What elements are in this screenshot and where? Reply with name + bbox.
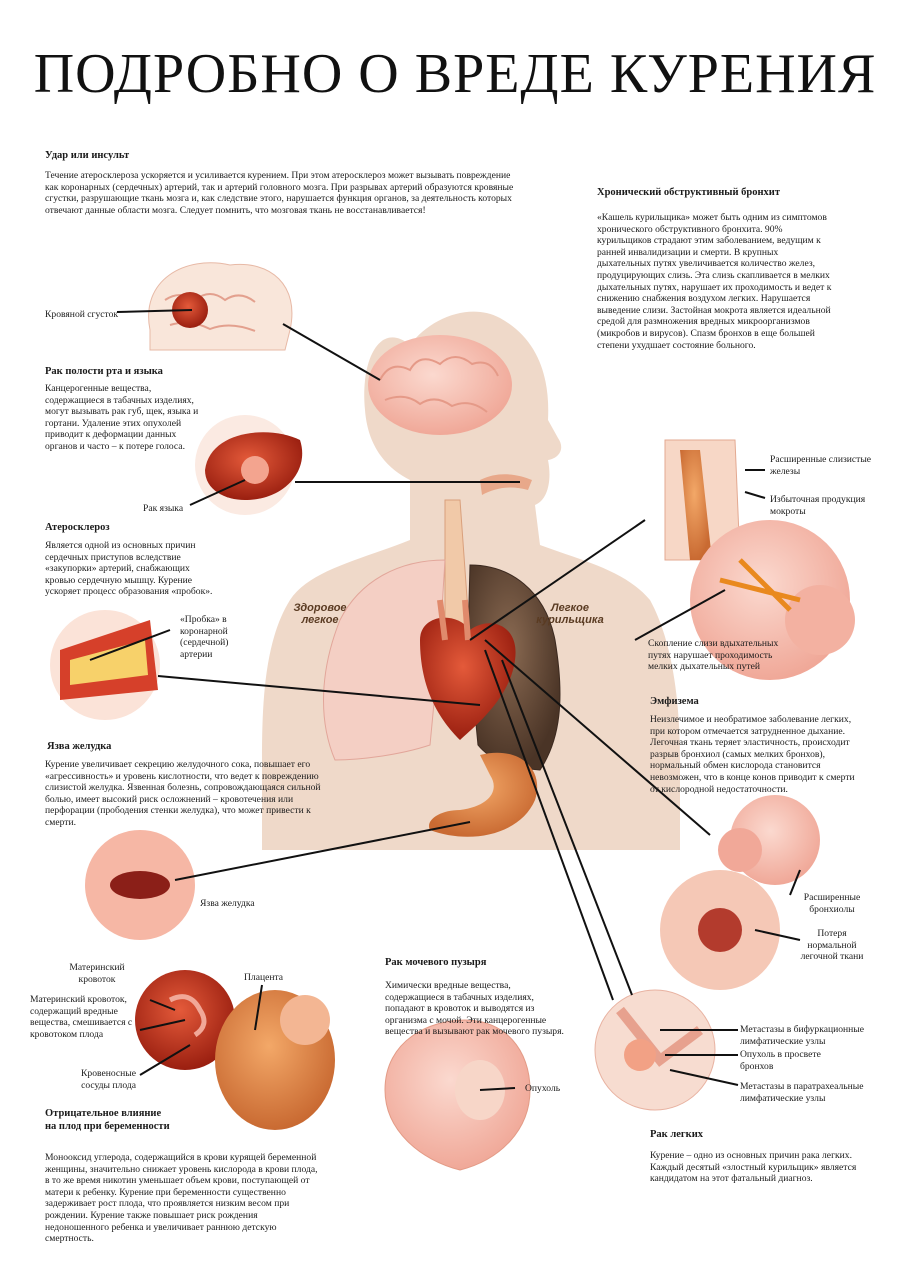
bifurcation-label: Метастазы в бифуркационные лимфатические… (740, 1024, 865, 1047)
mucus-label: Скопление слизи вдыхательных путях наруш… (648, 638, 779, 673)
plug-label: «Пробка» в коронарной (сердечной) артери… (180, 614, 229, 660)
emphysema-inset (660, 795, 820, 990)
lumen-label: Опухоль в просвете бронхов (740, 1049, 821, 1072)
smoker-lung-label: Легкое курильщика (536, 602, 604, 626)
heart (420, 599, 516, 740)
sputum-label: Избыточная продукция мокроты (770, 494, 866, 517)
pregnancy-heading: Отрицательное влияние на плод при береме… (45, 1108, 170, 1132)
ulcer-inset (85, 830, 195, 940)
paratracheal-label: Метастазы в паратрахеальные лимфатически… (740, 1081, 864, 1104)
bronchitis-heading: Хронический обструктивный бронхит (597, 187, 781, 198)
lung-cancer-text: Курение – одно из основных причин рака л… (650, 1150, 857, 1185)
fetal-vessels-label: Кровеносные сосуды плода (81, 1068, 136, 1091)
bronchioles-label: Расширенные бронхиолы (803, 892, 861, 915)
clot-label: Кровяной сгусток (45, 309, 119, 320)
artery-inset (50, 610, 160, 720)
stroke-heading: Удар или инсульт (45, 150, 130, 161)
bladder-text: Химически вредные вещества, содержащиеся… (385, 980, 564, 1038)
oral-cancer-text: Канцерогенные вещества, содержащиеся в т… (45, 383, 199, 452)
placenta-label: Плацента (244, 972, 284, 983)
bladder-inset (384, 1019, 531, 1171)
ulcer-heading: Язва желудка (47, 741, 112, 752)
brain-in-head (368, 335, 512, 435)
maternal-flow-label: Материнский кровоток (69, 962, 125, 985)
tissue-loss-label: Потеря нормальной легочной ткани (800, 928, 864, 963)
glands-label: Расширенные слизистые железы (770, 454, 872, 477)
lungs (323, 559, 561, 771)
healthy-lung-label: Здоровое легкое (293, 602, 347, 626)
ulcer-label: Язва желудка (200, 898, 255, 909)
tumor-label: Опухоль (525, 1083, 561, 1094)
atherosclerosis-text: Является одной из основных причин сердеч… (45, 540, 213, 598)
oral-cancer-heading: Рак полости рта и языка (45, 366, 163, 377)
lung-cancer-heading: Рак легких (650, 1129, 704, 1140)
leader-lines (89, 309, 801, 1091)
atherosclerosis-heading: Атеросклероз (45, 522, 110, 533)
stomach (429, 752, 538, 837)
bronchi-inset (664, 439, 855, 680)
fetus-inset (135, 970, 335, 1130)
bronchitis-text: «Кашель курильщика» может быть одним из … (597, 212, 832, 351)
brain-inset (148, 262, 293, 351)
tongue-inset (195, 415, 303, 515)
ulcer-text: Курение увеличивает секрецию желудочного… (45, 759, 321, 828)
stroke-text: Течение атеросклероза ускоряется и усили… (45, 170, 514, 216)
lung-cancer-inset (594, 989, 716, 1111)
bladder-heading: Рак мочевого пузыря (385, 957, 487, 968)
emphysema-text: Неизлечимое и необратимое заболевание ле… (650, 714, 855, 795)
emphysema-heading: Эмфизема (650, 696, 699, 707)
tongue-label: Рак языка (143, 503, 184, 514)
maternal-mix-label: Материнский кровоток, содержащий вредные… (30, 994, 133, 1040)
pregnancy-text: Монооксид углерода, содержащийся в крови… (45, 1152, 318, 1245)
page-title: ПОДРОБНО О ВРЕДЕ КУРЕНИЯ (33, 43, 877, 105)
